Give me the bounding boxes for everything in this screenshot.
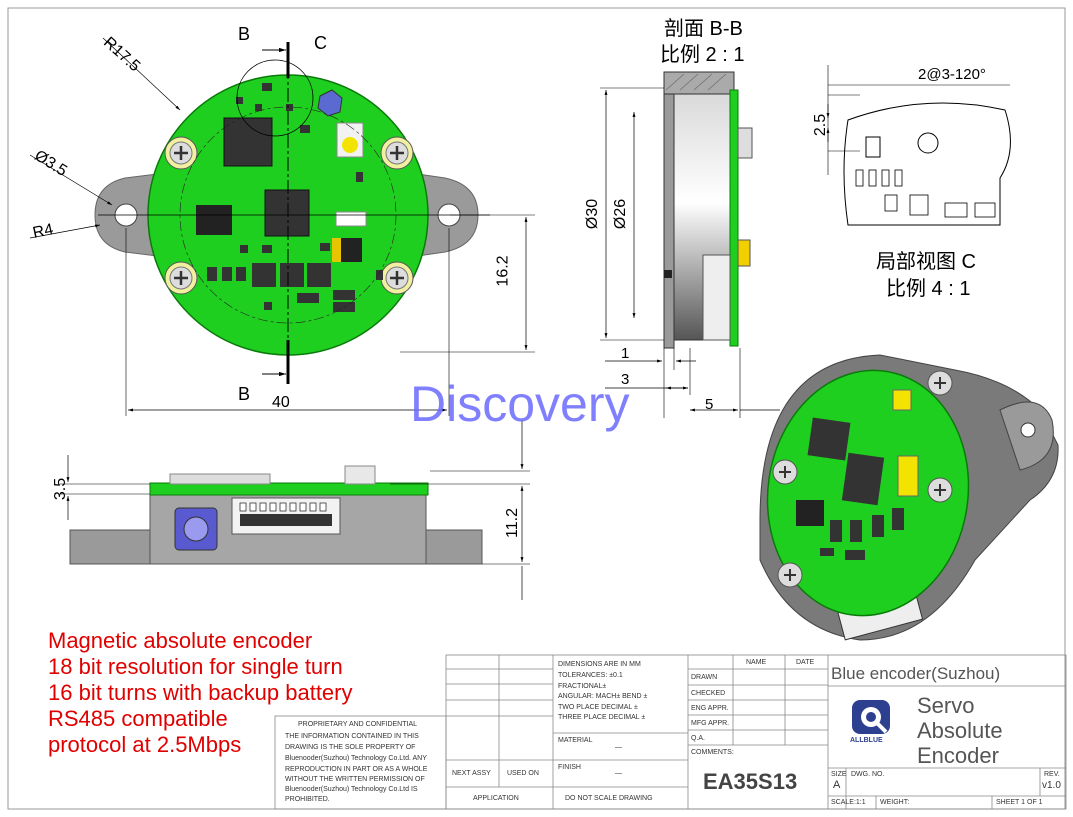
top-view [29,37,535,416]
note-line: RS485 compatible [48,706,228,731]
dim-phi26: Ø26 [612,198,630,230]
logo-text: ALLBLUE [850,737,883,744]
detail-label: C [314,33,327,53]
proprietary-heading: PROPRIETARY AND CONFIDENTIAL [298,721,418,728]
section-label-top: B [238,24,251,44]
row-drawn: DRAWN [691,674,718,681]
screw-icon [164,136,414,295]
note-line: 16 bit turns with backup battery [48,680,353,705]
note-line: protocol at 2.5Mbps [48,732,242,757]
sensor-chip [264,189,310,237]
spec-notes: Magnetic absolute encoder 18 bit resolut… [48,628,353,758]
section-view [600,71,780,418]
proprietary-line: Bluenooder(Suzhou) Technology Co.Ltd IS [285,786,418,793]
material-value: — [615,744,622,751]
iso-view [759,354,1059,641]
dim-1: 1 [621,345,630,362]
title-line: Encoder [917,743,999,768]
note-line: Magnetic absolute encoder [48,628,313,653]
iso-screw-icon [772,370,953,588]
size-label: SIZE [831,771,847,778]
date-header: DATE [796,659,815,666]
dim-40: 40 [272,394,290,411]
dim-3-5: 3.5 [52,477,70,501]
proprietary-line: PROHIBITED. [285,796,330,803]
next-assy: NEXT ASSY [452,770,491,777]
detail-view [826,65,1011,226]
battery-clip [317,89,343,117]
dims-note: TWO PLACE DECIMAL ± [558,704,638,711]
application: APPLICATION [473,795,519,802]
note-line: 18 bit resolution for single turn [48,654,343,679]
row-comments: COMMENTS: [691,749,734,756]
detail-title: 局部视图 C [876,251,976,273]
row-eng: ENG APPR. [691,705,729,712]
proprietary-line: REPRODUCTION IN PART OR AS A WHOLE [285,766,428,773]
row-mfg: MFG APPR. [691,720,730,727]
allblue-logo-icon [852,700,890,734]
proprietary-line: DRAWING IS THE SOLE PROPERTY OF [285,744,416,751]
name-header: NAME [746,659,767,666]
section-title: 剖面 B-B [664,18,743,40]
row-qa: Q.A. [691,735,706,742]
dim-2at3: 2@3-120° [918,66,986,83]
detail-scale: 比例 4 : 1 [886,278,971,300]
do-not-scale: DO NOT SCALE DRAWING [565,795,653,802]
dims-note: ANGULAR: MACH± BEND ± [558,693,648,700]
used-on: USED ON [507,770,539,777]
size-value: A [833,779,841,791]
dim-5: 5 [705,396,714,413]
dwg-no-label: DWG. NO. [851,771,885,778]
finish-value: — [615,770,622,777]
side-view [60,420,530,600]
part-number: EA35S13 [703,769,798,794]
dim-11-2: 11.2 [503,508,521,538]
rev-value: v1.0 [1042,780,1061,791]
mcu-chip [223,117,273,167]
sheet-label: SHEET 1 OF 1 [996,799,1043,806]
drawing-title: Servo Absolute Encoder [917,693,1003,768]
proprietary-line: Bluenooder(Suzhou) Technology Co.Ltd. AN… [285,755,427,762]
rev-label: REV. [1044,771,1060,778]
proprietary-line: THE INFORMATION CONTAINED IN THIS [285,733,419,740]
section-label-bottom: B [238,384,251,404]
finish-label: FINISH [558,764,581,771]
dim-3: 3 [621,371,630,388]
title-line: Servo [917,693,975,718]
weight-label: WEIGHT: [880,799,910,806]
dims-note: DIMENSIONS ARE IN MM [558,661,641,668]
row-checked: CHECKED [691,690,726,697]
dims-note: TOLERANCES: ±0.1 [558,672,623,679]
dims-note: THREE PLACE DECIMAL ± [558,714,646,721]
dims-note: FRACTIONAL± [558,683,607,690]
section-scale: 比例 2 : 1 [660,44,745,66]
dim-16-2: 16.2 [494,255,512,287]
led-icon [342,137,358,153]
dim-2-5: 2.5 [812,113,830,137]
scale-label: SCALE:1:1 [831,799,866,806]
proprietary-line: WITHOUT THE WRITTEN PERMISSION OF [285,776,425,783]
dim-phi30: Ø30 [584,198,602,230]
title-line: Absolute [917,718,1003,743]
title-block [274,654,1067,810]
watermark: Discovery [410,376,630,432]
memory-chip [196,205,232,235]
company-name: Blue encoder(Suzhou) [831,664,1001,683]
material-label: MATERIAL [558,737,593,744]
